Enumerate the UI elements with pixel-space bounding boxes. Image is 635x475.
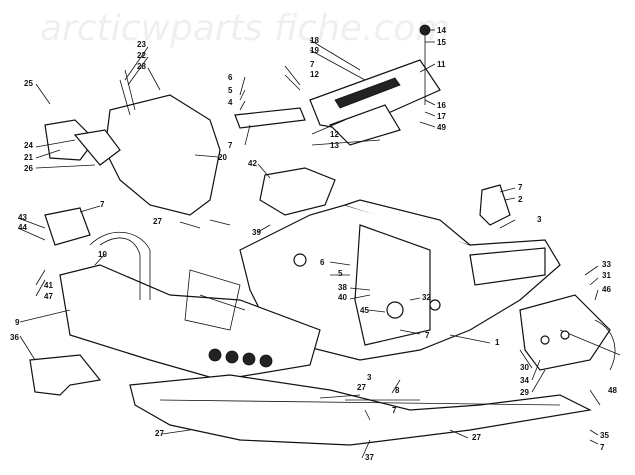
callout-21: 21 bbox=[24, 153, 33, 162]
steering-post-block bbox=[44, 207, 91, 246]
callout-20: 20 bbox=[218, 153, 227, 162]
callout-39: 39 bbox=[252, 228, 261, 237]
callout-15: 15 bbox=[437, 38, 446, 47]
watermark-text: arcticwparts fiche.com bbox=[40, 8, 450, 49]
skid-plate-assembly bbox=[519, 294, 621, 371]
callout-3b: 3 bbox=[367, 373, 372, 382]
callout-30: 30 bbox=[520, 363, 529, 372]
callout-29: 29 bbox=[520, 388, 529, 397]
callout-16: 16 bbox=[437, 101, 446, 110]
callout-27c: 27 bbox=[155, 429, 164, 438]
callout-5b: 5 bbox=[338, 269, 343, 278]
callout-27b: 27 bbox=[357, 383, 366, 392]
callout-24: 24 bbox=[24, 141, 33, 150]
callout-12b: 12 bbox=[330, 130, 339, 139]
callout-14: 14 bbox=[437, 26, 446, 35]
callout-32: 32 bbox=[422, 293, 431, 302]
callout-5: 5 bbox=[228, 86, 233, 95]
callout-45: 45 bbox=[360, 306, 369, 315]
callout-48: 48 bbox=[608, 386, 617, 395]
floor-plate bbox=[29, 354, 102, 396]
callout-7b: 7 bbox=[518, 183, 523, 192]
air-intake-housing bbox=[44, 69, 221, 216]
callout-9: 9 bbox=[15, 318, 20, 327]
callout-7e: 7 bbox=[425, 331, 430, 340]
callout-25: 25 bbox=[24, 79, 33, 88]
callout-7: 7 bbox=[310, 60, 315, 69]
callout-7c: 7 bbox=[100, 200, 105, 209]
callout-27: 27 bbox=[153, 217, 162, 226]
callout-18: 18 bbox=[310, 36, 319, 45]
callout-36: 36 bbox=[10, 333, 19, 342]
callout-26: 26 bbox=[24, 164, 33, 173]
callout-22: 22 bbox=[137, 51, 146, 60]
callout-12: 12 bbox=[310, 70, 319, 79]
callout-47: 47 bbox=[44, 292, 53, 301]
leader-lines bbox=[17, 29, 601, 459]
callout-41: 41 bbox=[44, 281, 53, 290]
callout-19: 19 bbox=[310, 46, 319, 55]
callout-13: 13 bbox=[330, 141, 339, 150]
mounting-bracket bbox=[234, 107, 306, 129]
callout-2: 2 bbox=[518, 195, 523, 204]
shroud-bracket bbox=[259, 167, 336, 216]
callout-33: 33 bbox=[602, 260, 611, 269]
main-chassis-frame bbox=[239, 199, 561, 361]
callout-37: 37 bbox=[365, 453, 374, 462]
callout-34: 34 bbox=[520, 376, 529, 385]
callout-1: 1 bbox=[495, 338, 500, 347]
callout-6: 6 bbox=[228, 73, 233, 82]
callout-6b: 6 bbox=[320, 258, 325, 267]
callout-7d: 7 bbox=[228, 141, 233, 150]
callout-labels: 1 2 3 3 4 5 5 6 6 7 7 7 7 7 7 7 8 9 10 1… bbox=[10, 26, 617, 462]
belly-pan bbox=[129, 374, 592, 446]
callout-3: 3 bbox=[537, 215, 542, 224]
callout-46: 46 bbox=[602, 285, 611, 294]
callout-7g: 7 bbox=[600, 443, 605, 452]
callout-38: 38 bbox=[338, 283, 347, 292]
callout-31: 31 bbox=[602, 271, 611, 280]
callout-23: 23 bbox=[137, 40, 146, 49]
callout-27d: 27 bbox=[472, 433, 481, 442]
callout-10: 10 bbox=[98, 250, 107, 259]
callout-28: 28 bbox=[137, 62, 146, 71]
callout-4: 4 bbox=[228, 98, 233, 107]
callout-17: 17 bbox=[437, 112, 446, 121]
callout-43: 43 bbox=[18, 213, 27, 222]
callout-44: 44 bbox=[18, 223, 27, 232]
front-bumper-assembly bbox=[59, 231, 321, 381]
callout-11: 11 bbox=[437, 60, 446, 69]
callout-7f: 7 bbox=[392, 406, 397, 415]
side-bracket bbox=[479, 184, 511, 226]
callout-42: 42 bbox=[248, 159, 257, 168]
callout-35: 35 bbox=[600, 431, 609, 440]
callout-8: 8 bbox=[395, 386, 400, 395]
callout-40: 40 bbox=[338, 293, 347, 302]
callout-49: 49 bbox=[437, 123, 446, 132]
